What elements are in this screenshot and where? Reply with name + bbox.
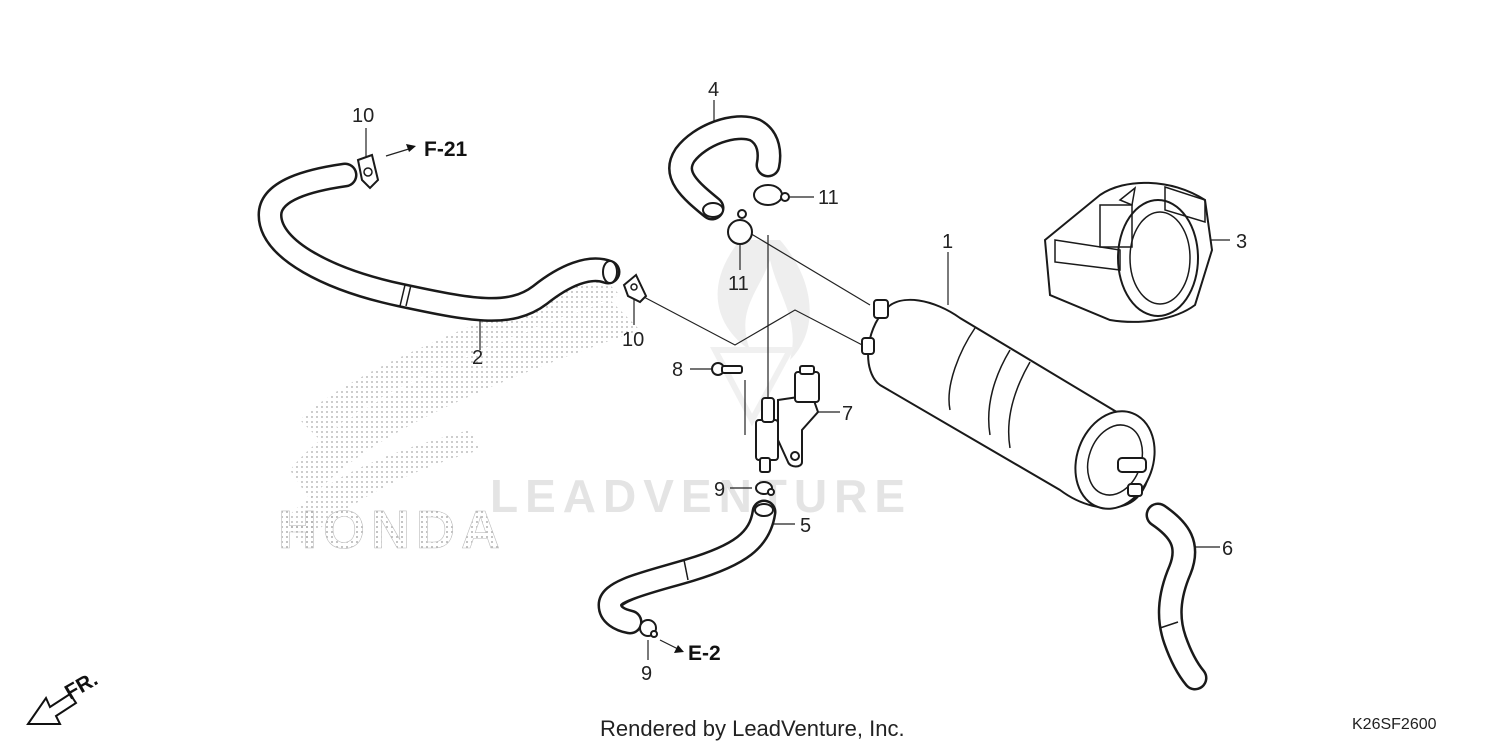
hose-5 — [597, 499, 777, 635]
hose-2 — [257, 162, 621, 322]
front-direction-arrow: FR. — [26, 667, 102, 725]
bolt-8 — [711, 362, 743, 376]
reference-e2: E-2 — [688, 642, 721, 665]
canister-1 — [861, 298, 1156, 510]
callout-8: 8 — [672, 359, 683, 381]
clip-11-upper — [753, 184, 790, 206]
clip-10-top — [356, 153, 380, 190]
clip-9-lower — [639, 619, 658, 638]
callout-9-upper: 9 — [714, 479, 725, 501]
callout-1: 1 — [942, 231, 953, 253]
callout-5: 5 — [800, 515, 811, 537]
callout-4: 4 — [708, 79, 719, 101]
reference-f21: F-21 — [424, 138, 468, 161]
clip-9-upper — [755, 481, 775, 496]
leader-lines — [365, 100, 1230, 660]
leadventure-watermark: LEADVENTURE — [490, 470, 912, 522]
leadventure-flame-logo — [710, 240, 810, 427]
clip-10-mid — [622, 273, 648, 304]
callout-10-top: 10 — [352, 105, 374, 127]
callout-3: 3 — [1236, 231, 1247, 253]
e2-arrow — [659, 639, 684, 653]
callout-9-lower: 9 — [641, 663, 652, 685]
honda-wing-watermark — [285, 275, 640, 545]
hose-6 — [1145, 502, 1208, 691]
f21-arrow — [385, 144, 416, 157]
clip-11-lower — [727, 209, 753, 245]
callout-7: 7 — [842, 403, 853, 425]
callout-2: 2 — [472, 347, 483, 369]
bracket-3 — [1043, 181, 1214, 323]
callout-6: 6 — [1222, 538, 1233, 560]
hose-4 — [668, 115, 782, 221]
honda-watermark-text: HONDA — [278, 500, 506, 560]
valve-7 — [755, 365, 820, 473]
callout-11-lower: 11 — [728, 273, 749, 295]
callout-10-mid: 10 — [622, 329, 644, 351]
callout-11-upper: 11 — [818, 187, 839, 209]
diagram-code: K26SF2600 — [1352, 716, 1437, 733]
rendered-by-footer: Rendered by LeadVenture, Inc. — [600, 716, 905, 741]
